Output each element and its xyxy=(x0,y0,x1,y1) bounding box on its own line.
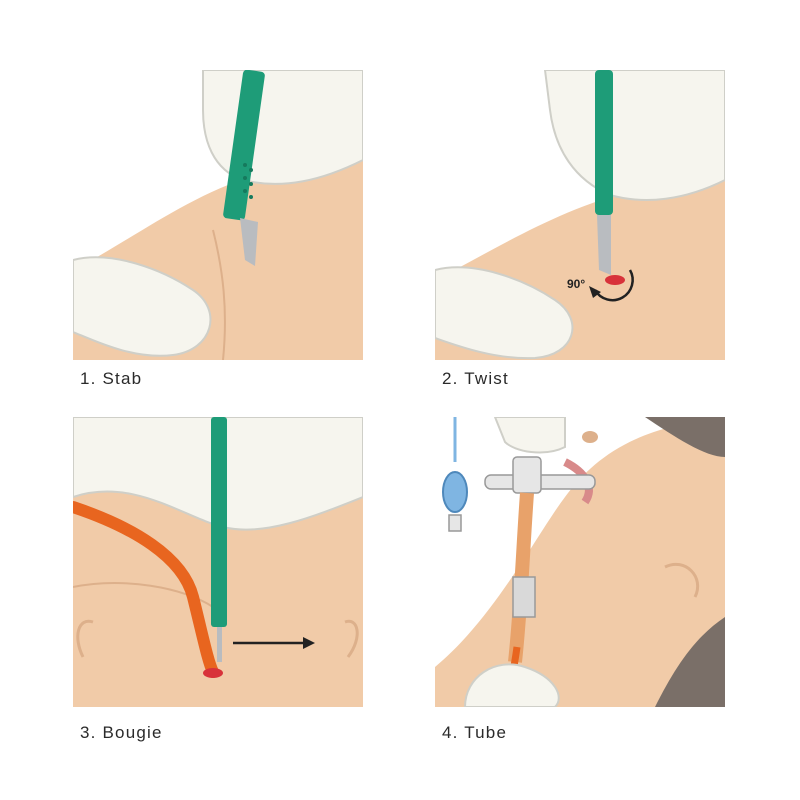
tube-cuff-marker xyxy=(512,576,536,618)
hair-lower xyxy=(655,617,725,707)
pilot-balloon xyxy=(442,471,468,513)
left-glove-hand xyxy=(73,256,212,357)
panel-tube xyxy=(435,417,725,707)
right-ear xyxy=(344,619,359,658)
left-glove-hand xyxy=(435,266,574,360)
tube-connector xyxy=(512,456,542,494)
panel-bougie xyxy=(73,417,363,707)
stab-illustration xyxy=(73,70,363,360)
angle-label: 90° xyxy=(567,277,585,291)
caption-bougie: 3. Bougie xyxy=(80,723,163,742)
bougie-illustration xyxy=(73,417,363,707)
hair xyxy=(645,417,725,457)
right-glove-hand xyxy=(202,70,363,185)
tube-illustration xyxy=(435,417,725,707)
scalpel-rotated xyxy=(595,70,613,275)
glove-hand xyxy=(463,663,560,707)
nostril xyxy=(582,431,598,443)
scalpel xyxy=(223,70,265,266)
incision xyxy=(203,668,223,678)
caption-stab: 1. Stab xyxy=(80,369,143,388)
skin-crease xyxy=(73,582,214,608)
direction-arrowhead xyxy=(303,637,315,649)
scalpel xyxy=(211,417,227,662)
bougie xyxy=(73,501,219,678)
caption-tube: 4. Tube xyxy=(442,723,508,742)
face-and-neck xyxy=(435,417,725,707)
skin-crease xyxy=(212,229,226,360)
incision xyxy=(605,275,625,285)
upper-glove-hand xyxy=(493,417,566,454)
left-ear xyxy=(76,619,94,658)
valve-connector xyxy=(448,514,462,532)
twist-illustration: 90° xyxy=(435,70,725,360)
panel-twist: 90° xyxy=(435,70,725,360)
rotation-arrow xyxy=(593,269,634,302)
panel-stab xyxy=(73,70,363,360)
rotation-arrowhead xyxy=(589,286,601,298)
caption-twist: 2. Twist xyxy=(442,369,509,388)
ear xyxy=(664,562,700,598)
